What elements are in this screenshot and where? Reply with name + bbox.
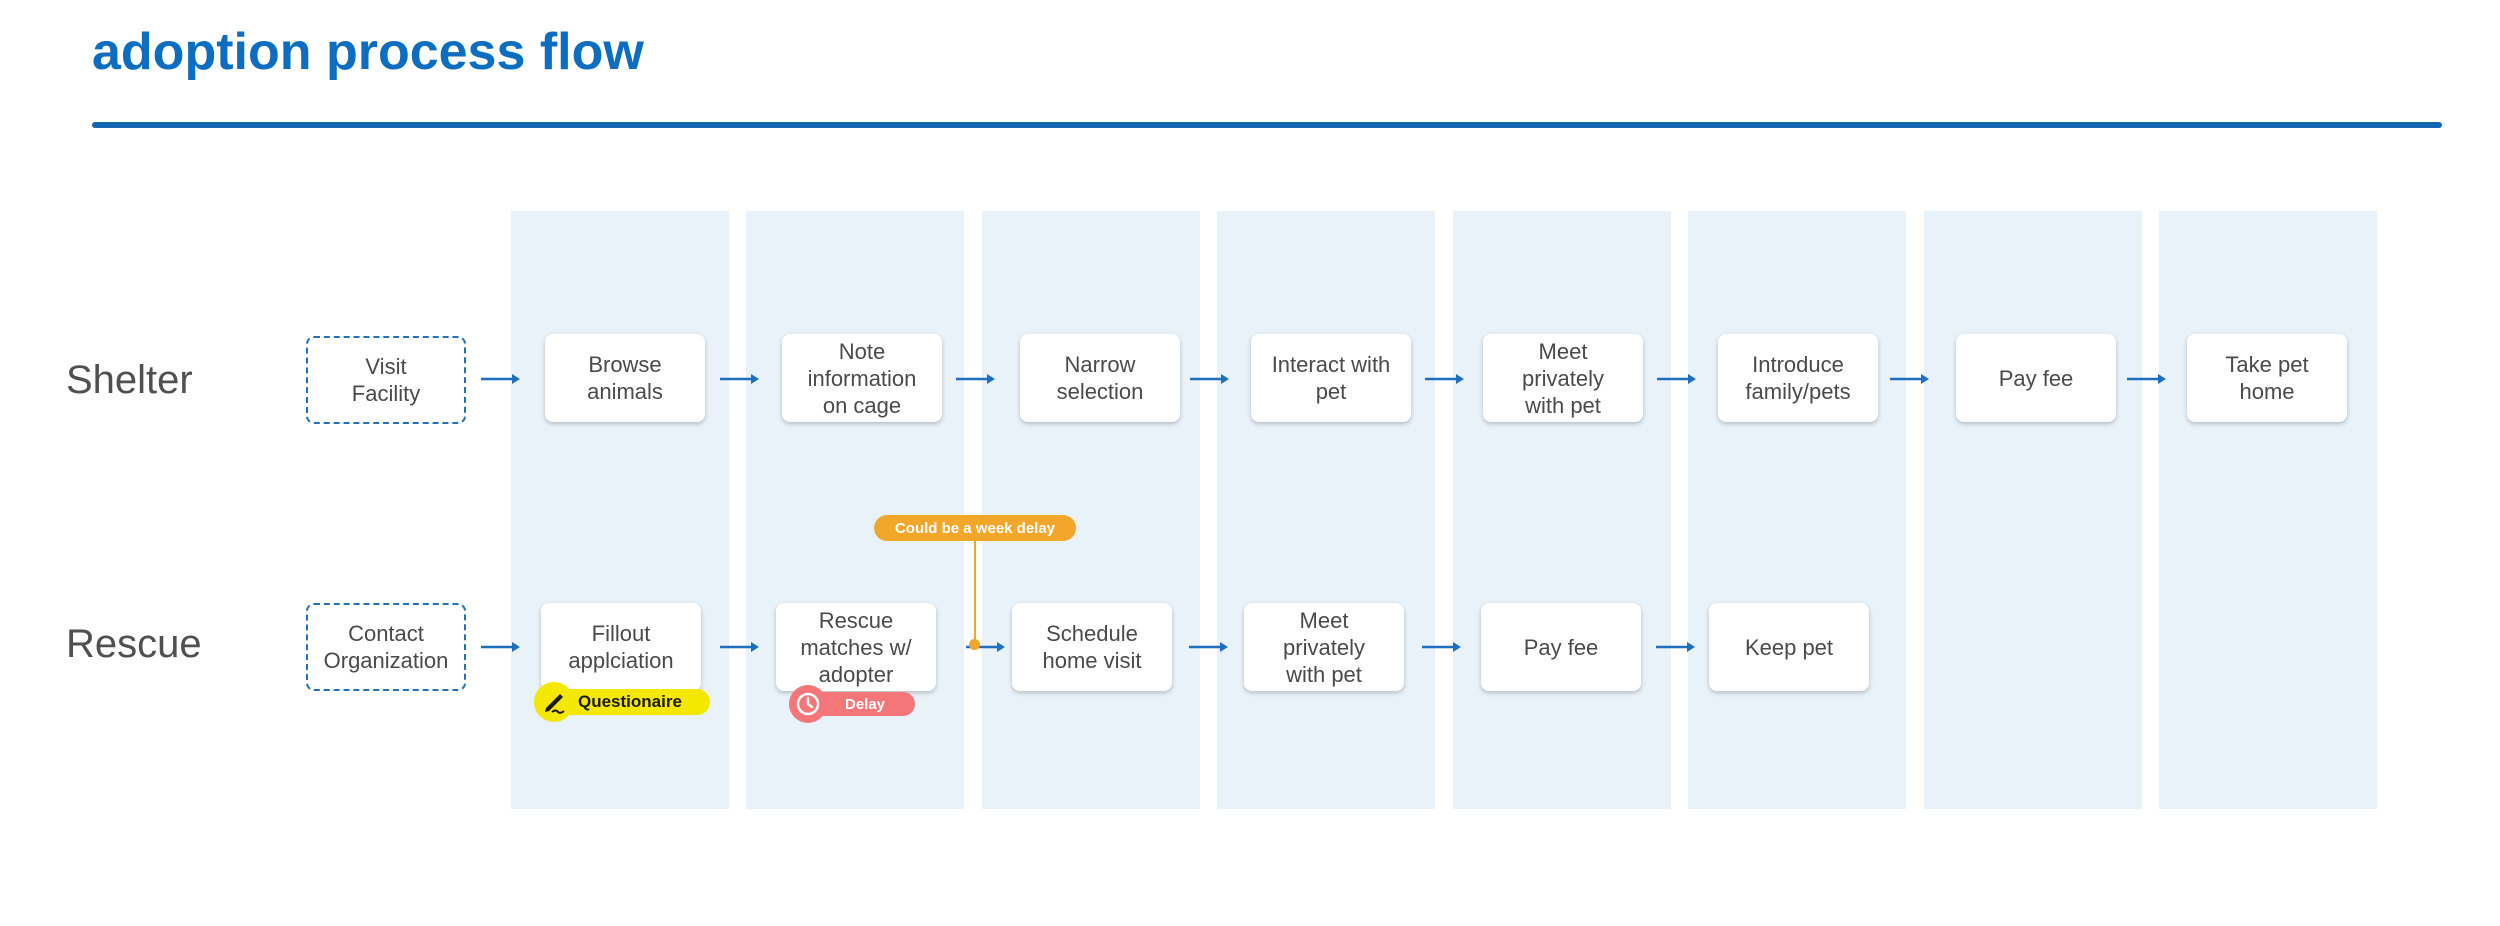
rescue-step-fillout-application[interactable]: Fillout applciation [541,603,701,691]
pen-signature-icon [534,682,574,722]
flow-arrow [956,374,995,384]
row-label-shelter: Shelter [66,358,193,402]
title-divider [92,122,2442,128]
shelter-step-introduce-family[interactable]: Introduce family/pets [1718,334,1878,422]
column-band [2159,211,2377,809]
shelter-step-meet-privately[interactable]: Meet privately with pet [1483,334,1643,422]
page-title: adoption process flow [92,23,644,81]
clock-icon [789,685,827,723]
flow-arrow [1425,374,1464,384]
column-band [1688,211,1906,809]
shelter-step-browse-animals[interactable]: Browse animals [545,334,705,422]
flow-arrow [720,374,759,384]
delay-badge: Delay [789,685,915,723]
row-label-rescue: Rescue [66,622,202,666]
flow-arrow [1422,642,1461,652]
shelter-step-pay-fee[interactable]: Pay fee [1956,334,2116,422]
column-band [1924,211,2142,809]
rescue-step-meet-privately[interactable]: Meet privately with pet [1244,603,1404,691]
flow-arrow [1890,374,1929,384]
questionaire-label: Questionaire [578,692,682,711]
column-band [1217,211,1435,809]
shelter-step-narrow-selection[interactable]: Narrow selection [1020,334,1180,422]
column-band [1453,211,1671,809]
rescue-step-keep-pet[interactable]: Keep pet [1709,603,1869,691]
flow-arrow [1189,642,1228,652]
questionaire-badge: Questionaire [534,682,710,722]
delay-label: Delay [845,695,886,713]
column-band [746,211,964,809]
shelter-step-take-pet-home[interactable]: Take pet home [2187,334,2347,422]
callout-anchor-dot [969,639,980,650]
rescue-step-contact-organization[interactable]: Contact Organization [306,603,466,691]
rescue-step-schedule-home-visit[interactable]: Schedule home visit [1012,603,1172,691]
flow-arrow [481,374,520,384]
flow-arrow [481,642,520,652]
shelter-step-visit-facility[interactable]: Visit Facility [306,336,466,424]
week-delay-callout: Could be a week delay [874,515,1076,541]
rescue-step-pay-fee[interactable]: Pay fee [1481,603,1641,691]
callout-connector [974,541,976,644]
flow-arrow [1190,374,1229,384]
flow-arrow [1656,642,1695,652]
shelter-step-note-information[interactable]: Note information on cage [782,334,942,422]
flow-arrow [720,642,759,652]
flow-arrow [2127,374,2166,384]
rescue-step-rescue-matches[interactable]: Rescue matches w/ adopter [776,603,936,691]
flow-arrow [1657,374,1696,384]
shelter-step-interact-with-pet[interactable]: Interact with pet [1251,334,1411,422]
column-band [982,211,1200,809]
